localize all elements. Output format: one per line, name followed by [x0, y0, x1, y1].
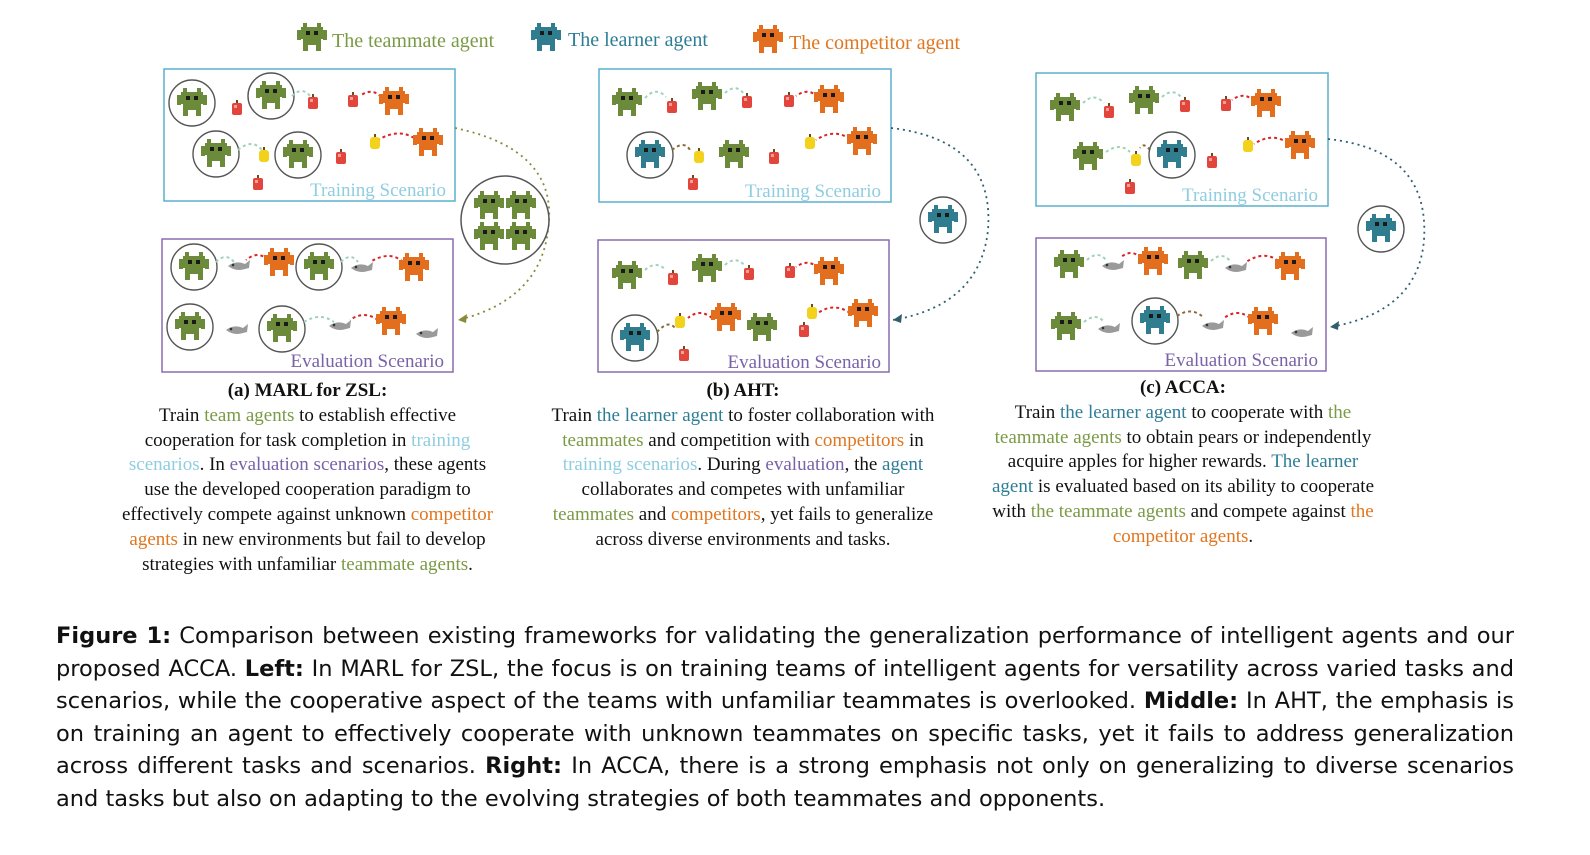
- panel-a-description: (a) MARL for ZSL: Train team agents to e…: [120, 379, 495, 577]
- panel-b-training-box: Training Scenario: [598, 68, 892, 203]
- panel-b-title: (b) AHT:: [706, 380, 780, 401]
- panel-c-evaluation-box: Evaluation Scenario: [1035, 237, 1327, 372]
- caption-figure-label: Figure 1:: [56, 623, 172, 649]
- learner-agent-icon: [531, 23, 561, 51]
- legend-teammate: The teammate agent: [332, 30, 495, 52]
- panel-a-text: Train team agents to establish effective…: [121, 404, 494, 575]
- panel-a-title: (a) MARL for ZSL:: [227, 380, 388, 401]
- teammate-agent-icon: [297, 23, 327, 51]
- panel-c-description: (c) ACCA: Train the learner agent to coo…: [990, 376, 1376, 550]
- scenario-label-evaluation: Evaluation Scenario: [290, 351, 444, 372]
- panel-b-learner-transfer: [890, 127, 990, 323]
- panel-b-text: Train the learner agent to foster collab…: [551, 404, 935, 550]
- scenario-label-training: Training Scenario: [1182, 185, 1318, 206]
- panel-c-training-box: Training Scenario: [1035, 72, 1329, 207]
- panel-b-evaluation-box: Evaluation Scenario: [597, 239, 890, 373]
- panel-c-learner-transfer: [1327, 138, 1426, 330]
- learner-agent-icon: [920, 197, 966, 243]
- legend-competitor: The competitor agent: [789, 32, 960, 54]
- panel-a-team-cluster: [454, 127, 551, 323]
- panel-a-training-box: Training Scenario: [163, 68, 456, 202]
- scenario-label-training: Training Scenario: [310, 180, 446, 201]
- panel-c-text: Train the learner agent to cooperate wit…: [992, 401, 1374, 547]
- scenario-label-training: Training Scenario: [745, 181, 881, 202]
- competitor-agent-icon: [753, 25, 783, 53]
- panel-a-evaluation-box: Evaluation Scenario: [161, 238, 454, 373]
- figure-caption: Figure 1: Comparison between existing fr…: [56, 623, 1515, 812]
- panel-c-title: (c) ACCA:: [1139, 377, 1226, 398]
- framework-diagram: The teammate agent The learner agent The…: [161, 0, 1426, 373]
- panel-b-description: (b) AHT: Train the learner agent to fost…: [548, 379, 938, 553]
- learner-agent-icon: [1358, 206, 1404, 252]
- legend: The teammate agent The learner agent The…: [297, 23, 960, 54]
- scenario-label-evaluation: Evaluation Scenario: [1164, 350, 1318, 371]
- caption-middle-label: Middle:: [1143, 688, 1239, 715]
- caption-left-label: Left:: [244, 655, 304, 682]
- scenario-label-evaluation: Evaluation Scenario: [727, 352, 881, 373]
- legend-learner: The learner agent: [568, 29, 708, 51]
- caption-right-label: Right:: [485, 753, 563, 780]
